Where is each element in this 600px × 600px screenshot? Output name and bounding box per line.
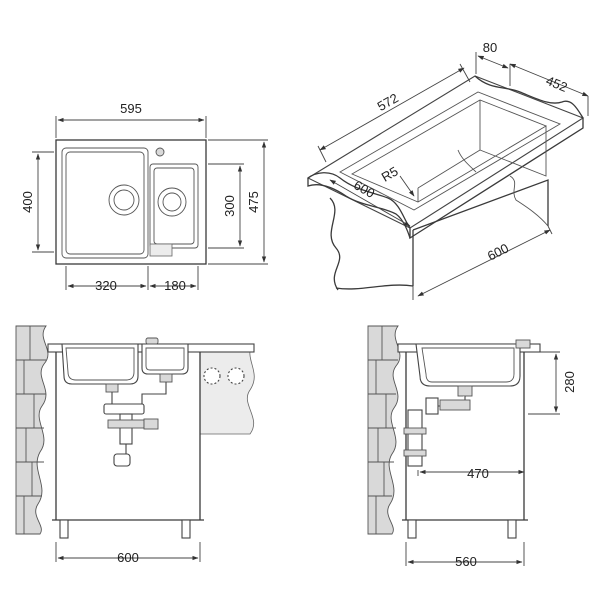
front-main-bowl (61, 343, 139, 385)
main-drain-icon (108, 184, 140, 216)
countertop-front (55, 343, 255, 435)
front-view: 600 (15, 325, 255, 565)
small-bowl-inner (153, 167, 195, 245)
countertop-front-edge (409, 118, 584, 240)
side-leg-right (507, 519, 517, 539)
dim-475: 475 (246, 191, 261, 213)
main-bowl-inner (65, 151, 145, 255)
side-tap-icon (515, 339, 531, 349)
main-bowl (61, 147, 149, 259)
brick-wall-left (15, 325, 49, 535)
tap-hole-icon (155, 147, 165, 157)
outlet-icon-2 (227, 367, 245, 385)
side-plumbing (403, 385, 473, 467)
dim-595: 595 (120, 101, 142, 116)
dim-front-600: 600 (117, 550, 139, 565)
dim-280: 280 (562, 371, 577, 393)
overflow-strip (149, 243, 173, 257)
small-drain-icon (157, 187, 187, 217)
front-small-bowl (141, 343, 189, 375)
dim-470: 470 (467, 466, 489, 481)
main-drain-inner (113, 189, 135, 211)
side-view: 280 470 560 (367, 325, 577, 569)
dim-320: 320 (95, 278, 117, 293)
dim-300: 300 (222, 195, 237, 217)
dim-80: 80 (483, 40, 497, 55)
plumbing-trap (103, 373, 173, 467)
small-bowl (149, 163, 199, 249)
dim-452: 452 (544, 73, 570, 95)
cabinet-left-edge (329, 197, 341, 291)
dim-180: 180 (164, 278, 186, 293)
dim-572: 572 (375, 90, 401, 114)
dim-600-cabinet: 600 (485, 240, 511, 263)
small-drain-inner (162, 192, 182, 212)
sink-outline (55, 139, 207, 265)
leg-right (181, 519, 191, 539)
leg-left (59, 519, 69, 539)
dim-r5: R5 (379, 163, 401, 184)
brick-wall-right (367, 325, 401, 535)
outlet-icon-1 (203, 367, 221, 385)
iso-view: 80 452 572 R5 600 600 (306, 40, 589, 300)
top-view: 595 400 300 475 320 180 (20, 101, 268, 293)
dim-400: 400 (20, 191, 35, 213)
side-bowl (415, 343, 521, 387)
countertop (306, 75, 585, 229)
dim-560: 560 (455, 554, 477, 569)
side-leg-left (407, 519, 417, 539)
front-tap-icon (145, 337, 159, 345)
